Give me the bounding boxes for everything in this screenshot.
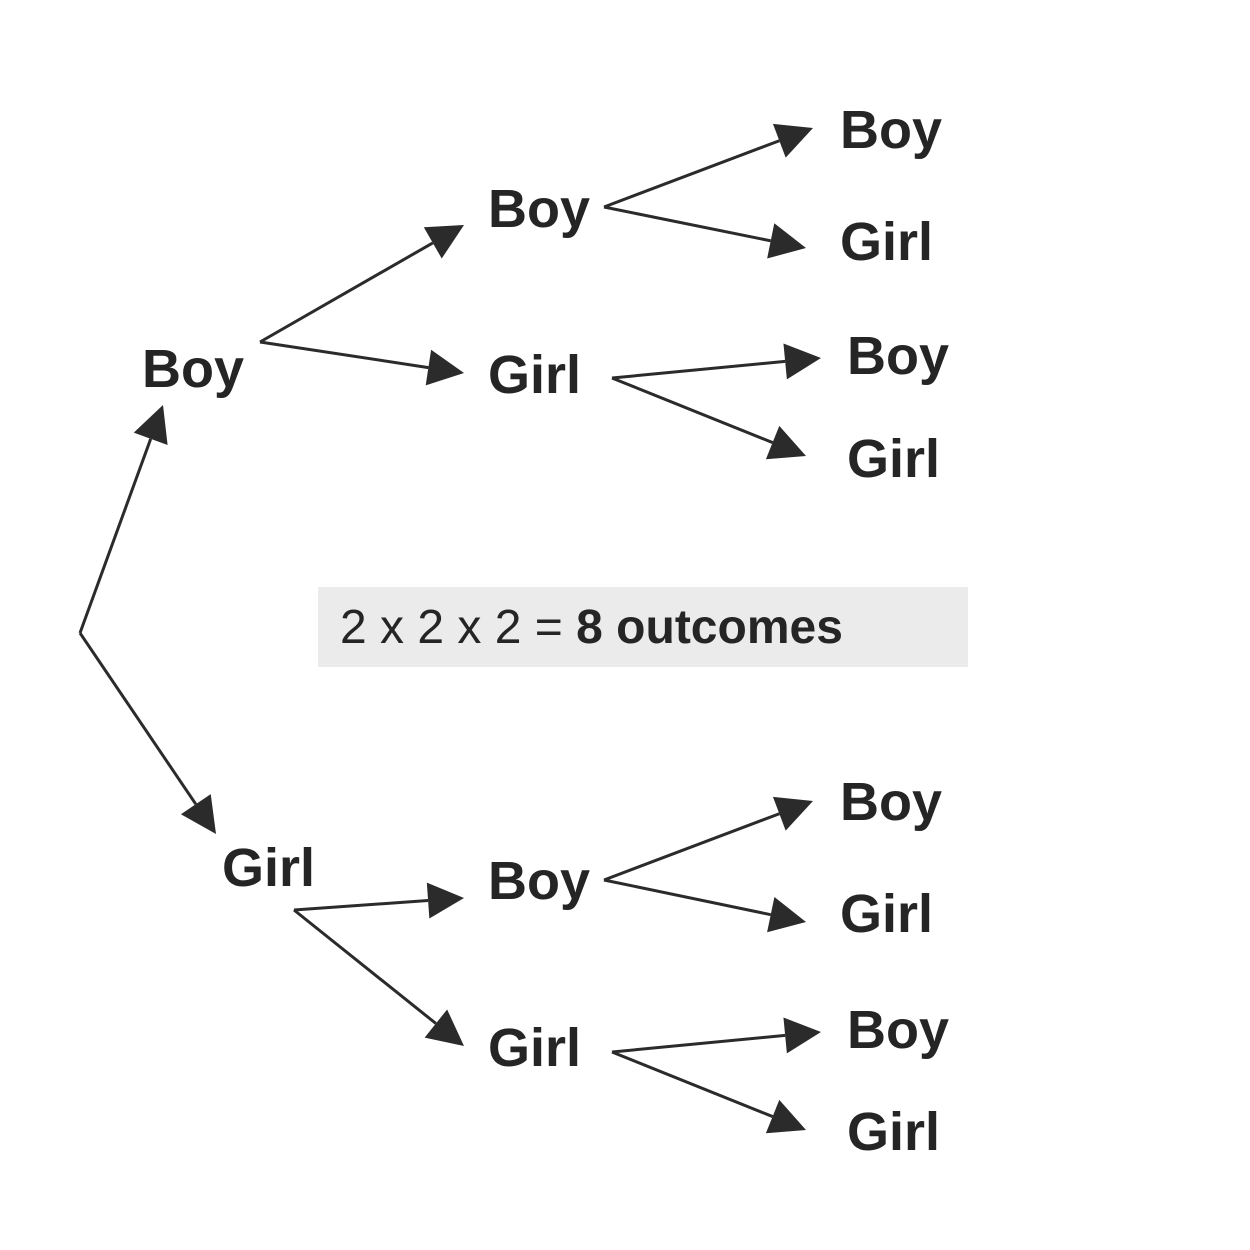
edge-boy-to-girl [259,340,429,370]
edge-gb-to-girl [603,878,772,917]
tree-edges [78,123,821,1134]
edge-gb-to-boy [603,812,780,882]
arrowhead-icon [180,794,216,834]
edge-root-to-boy [78,438,153,634]
summary-formula: 2 x 2 x 2 = [340,601,576,654]
node-l2-girl-boy: Boy [488,851,590,911]
leaf-bbb: Boy [840,100,942,160]
edge-boy-to-boy [259,241,434,344]
edge-girl-to-girl [293,908,437,1025]
leaf-bbg: Girl [840,212,933,272]
node-l2-boy-girl: Girl [488,345,581,405]
edge-bg-to-boy [611,359,786,380]
arrowhead-icon [767,223,806,259]
edge-bb-to-boy [603,139,780,209]
edge-bg-to-girl [611,376,774,444]
leaf-bgg: Girl [847,429,940,489]
arrowhead-icon [423,225,464,259]
edge-gg-to-girl [611,1050,774,1118]
leaf-ggg: Girl [847,1102,940,1162]
arrowhead-icon [783,1017,821,1054]
arrowhead-icon [772,796,813,831]
arrowhead-icon [772,123,813,158]
arrowhead-icon [425,349,464,386]
leaf-bgb: Boy [847,326,949,386]
node-l1-boy: Boy [142,339,244,399]
arrowhead-icon [765,425,806,460]
arrowhead-icon [424,1009,464,1046]
arrowhead-icon [765,1099,806,1134]
edge-root-to-girl [78,632,198,806]
node-l1-girl: Girl [222,838,315,898]
node-l2-girl-girl: Girl [488,1018,581,1078]
summary-text: 2 x 2 x 2 = 8 outcomes [340,601,843,654]
arrowhead-icon [133,405,168,445]
leaf-ggb: Boy [847,1000,949,1060]
edge-gg-to-boy [611,1033,786,1054]
summary-box [318,587,968,667]
edge-bb-to-girl [603,205,772,243]
arrowhead-icon [426,882,464,919]
summary-result: 8 outcomes [576,601,843,654]
leaf-gbg: Girl [840,884,933,944]
arrowhead-icon [767,897,806,933]
arrowhead-icon [783,343,821,380]
node-l2-boy-boy: Boy [488,179,590,239]
leaf-gbb: Boy [840,772,942,832]
edge-girl-to-boy [293,899,429,912]
